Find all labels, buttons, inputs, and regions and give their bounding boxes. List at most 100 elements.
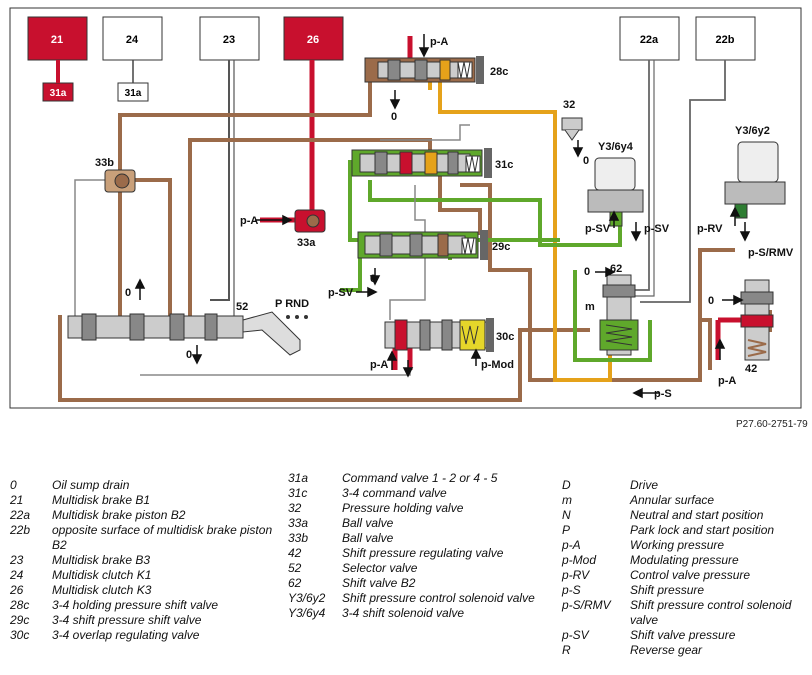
legend-value: Ball valve [342, 531, 394, 545]
box-21: 21 [27, 16, 88, 61]
legend-key: 62 [288, 576, 302, 590]
label-y3-6y2: Y3/6y2 [735, 125, 770, 137]
legend-entry: 23 Multidisk brake B3 [10, 553, 285, 568]
label-pA-top: p-A [430, 36, 448, 48]
valve-31c [351, 148, 492, 178]
label-62: 62 [610, 263, 622, 275]
hydraulic-diagram: 21 31a 24 31a 23 26 22a 22b [9, 7, 802, 409]
label-zero-6: 0 [584, 266, 590, 278]
legend-entry: 31a Command valve 1 - 2 or 4 - 5 [288, 471, 558, 486]
legend-value: Reverse gear [630, 643, 703, 657]
legend-value: 3-4 shift solenoid valve [342, 606, 465, 620]
box-24: 24 [102, 16, 163, 61]
flow-arrows [134, 34, 751, 399]
legend-value: Multidisk brake piston B2 [52, 508, 186, 522]
label-zero-5: 0 [186, 349, 192, 361]
legend-value: Multidisk brake B1 [52, 493, 151, 507]
label-m: m [585, 301, 595, 313]
solenoid-y3-6y2 [724, 141, 786, 219]
label-33a: 33a [297, 237, 316, 249]
legend-entry: 22a Multidisk brake piston B2 [10, 508, 285, 523]
legend-entry: 32 Pressure holding valve [288, 501, 558, 516]
legend-key: 33a [288, 516, 309, 530]
valve-29c [357, 230, 488, 260]
legend-key: p-S/RMV [562, 598, 611, 612]
label-zero-7: 0 [708, 295, 714, 307]
label-pA-33a: p-A [240, 215, 258, 227]
label-zero-4: 0 [125, 287, 131, 299]
legend-entry: 21 Multidisk brake B1 [10, 493, 285, 508]
legend-entry: p-A Working pressure [562, 538, 807, 553]
label-30c: 30c [496, 331, 514, 343]
legend-value: Modulating pressure [630, 553, 739, 567]
label-pSV-y3b: p-SV [644, 223, 670, 235]
legend-value: Shift pressure control solenoid valve [630, 598, 792, 627]
legend-value: Shift pressure [630, 583, 705, 597]
svg-text:23: 23 [223, 34, 235, 46]
legend-value: Control valve pressure [630, 568, 751, 582]
legend-entry: 33b Ball valve [288, 531, 558, 546]
ball-valve-33a [294, 209, 326, 233]
legend-key: 33b [288, 531, 309, 545]
legend-value: Command valve 1 - 2 or 4 - 5 [342, 471, 498, 485]
label-42: 42 [745, 363, 757, 375]
legend-key: 31a [288, 471, 309, 485]
label-52: 52 [236, 301, 248, 313]
legend-value: Park lock and start position [630, 523, 775, 537]
legend-key: 32 [288, 501, 302, 515]
legend-key: 21 [10, 493, 24, 507]
legend-entry: p-S/RMV Shift pressure control solenoid v… [562, 598, 807, 628]
legend-value: Selector valve [342, 561, 418, 575]
label-pS: p-S [654, 388, 672, 400]
box-31a-red: 31a [42, 82, 74, 102]
legend-value: Working pressure [630, 538, 725, 552]
legend-key: p-A [562, 538, 581, 552]
ball-valve-33b [104, 169, 136, 193]
label-28c: 28c [490, 66, 508, 78]
svg-text:26: 26 [307, 34, 319, 46]
label-pSV-y3: p-SV [585, 223, 611, 235]
box-23: 23 [199, 16, 260, 61]
svg-text:24: 24 [126, 34, 139, 46]
legend-key: 42 [288, 546, 302, 560]
legend-key: 24 [10, 568, 24, 582]
legend-key: Y3/6y4 [288, 606, 326, 620]
legend-key: 23 [10, 553, 24, 567]
legend-entry: Y3/6y4 3-4 shift solenoid valve [288, 606, 558, 621]
legend-key: 22b [10, 523, 31, 537]
legend-value: Annular surface [630, 493, 715, 507]
legend-value: Pressure holding valve [342, 501, 464, 515]
legend-key: p-S [562, 583, 581, 597]
legend-value: 3-4 holding pressure shift valve [52, 598, 219, 612]
reference-code: P27.60-2751-79 [736, 419, 808, 430]
legend-key: 22a [10, 508, 31, 522]
box-26: 26 [283, 16, 344, 61]
shift-valve-62 [599, 274, 639, 356]
legend-value: Multidisk brake B3 [52, 553, 151, 567]
label-32: 32 [563, 99, 575, 111]
svg-text:22b: 22b [716, 34, 735, 46]
legend-value: Shift valve pressure [630, 628, 736, 642]
legend-value: 3-4 shift pressure shift valve [52, 613, 202, 627]
label-33b: 33b [95, 157, 114, 169]
label-zero-3: 0 [370, 273, 376, 285]
legend-entry: p-S Shift pressure [562, 583, 807, 598]
svg-text:21: 21 [51, 34, 63, 46]
